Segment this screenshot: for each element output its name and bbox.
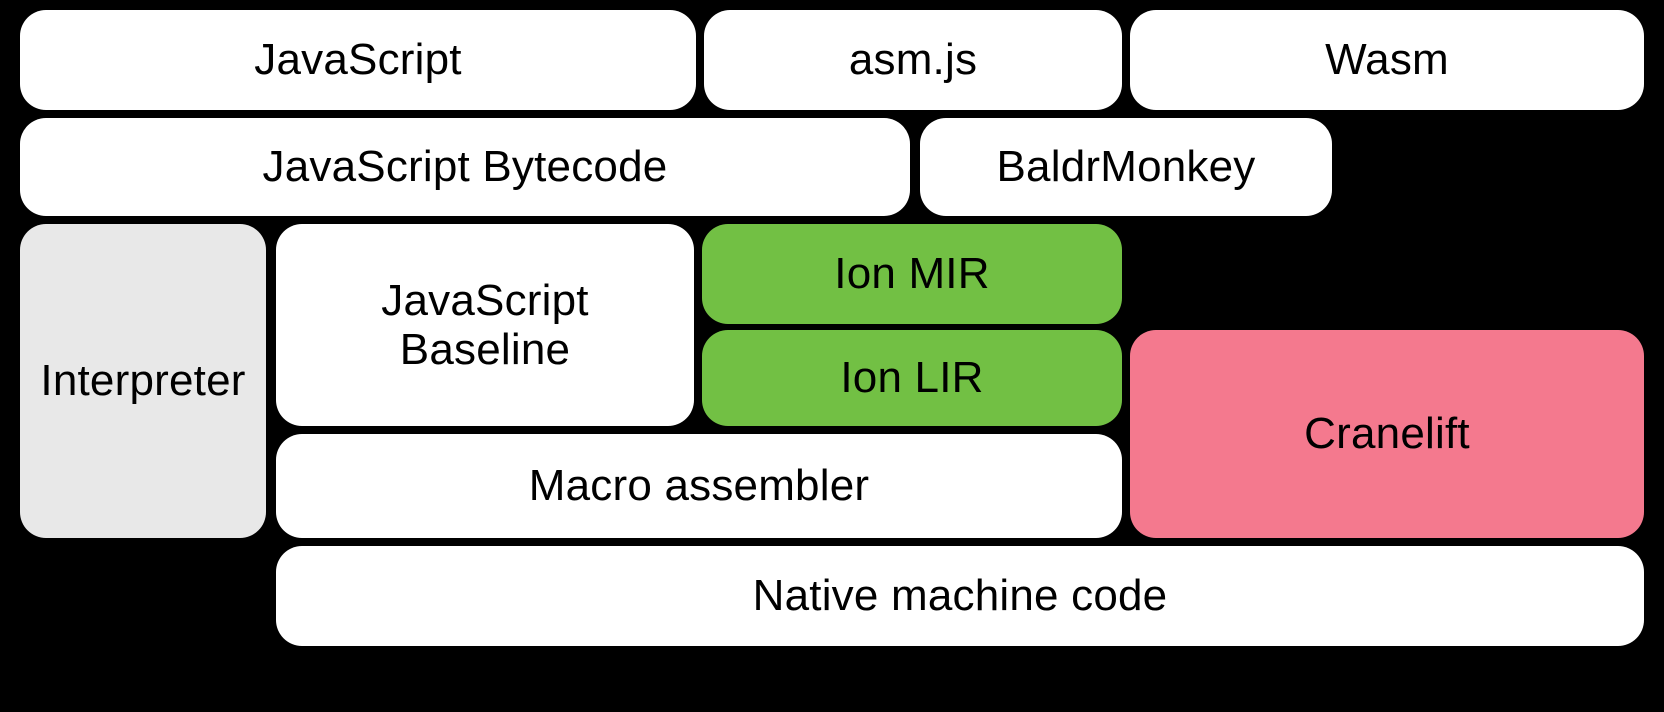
node-ion-lir[interactable]: Ion LIR — [702, 330, 1122, 426]
node-javascript[interactable]: JavaScript — [20, 10, 696, 110]
node-javascript-bytecode[interactable]: JavaScript Bytecode — [20, 118, 910, 216]
node-asmjs[interactable]: asm.js — [704, 10, 1122, 110]
node-interpreter[interactable]: Interpreter — [20, 224, 266, 538]
node-wasm[interactable]: Wasm — [1130, 10, 1644, 110]
node-ion-mir[interactable]: Ion MIR — [702, 224, 1122, 324]
node-baldrmonkey[interactable]: BaldrMonkey — [920, 118, 1332, 216]
node-macro-assembler[interactable]: Macro assembler — [276, 434, 1122, 538]
node-javascript-baseline[interactable]: JavaScript Baseline — [276, 224, 694, 426]
node-cranelift[interactable]: Cranelift — [1130, 330, 1644, 538]
node-native-machine-code[interactable]: Native machine code — [276, 546, 1644, 646]
